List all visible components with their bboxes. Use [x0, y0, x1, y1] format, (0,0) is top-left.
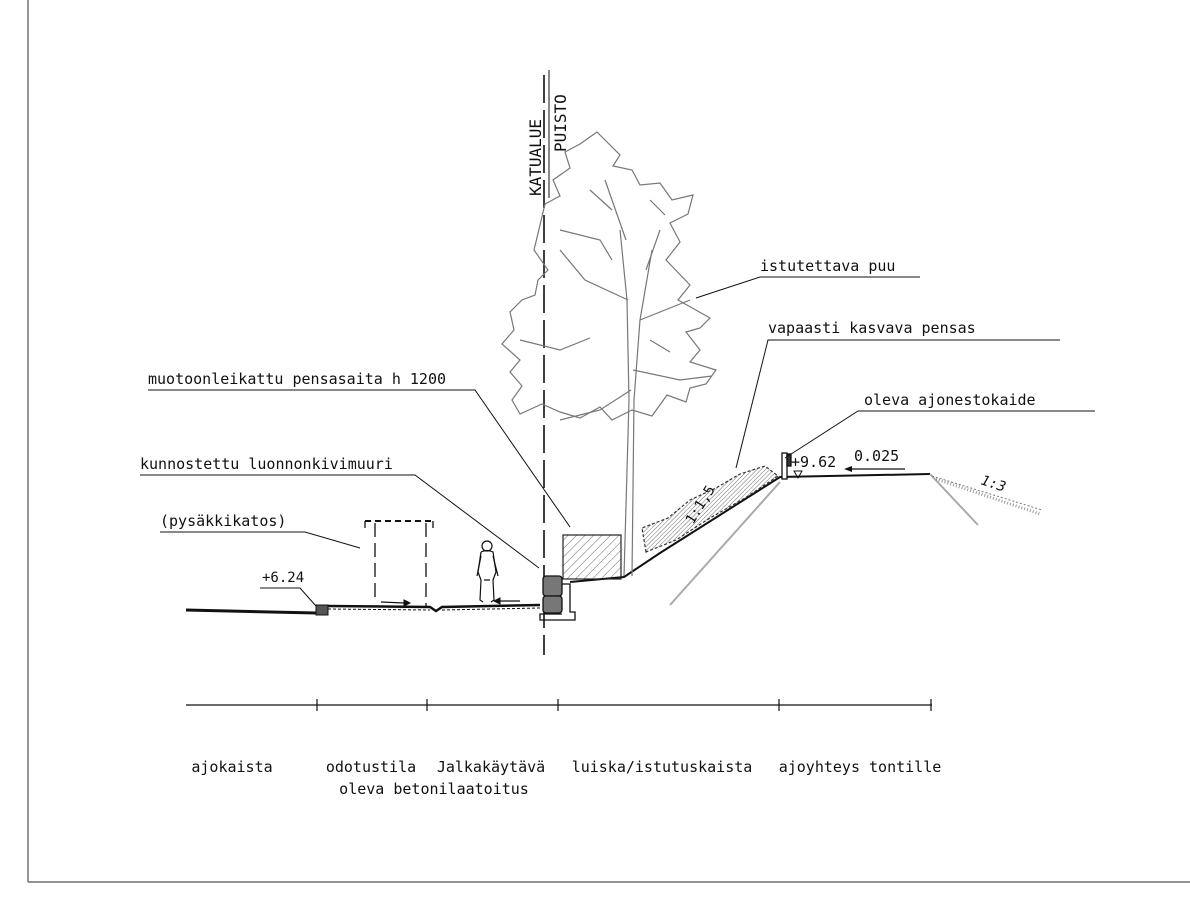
label-free-shrub: vapaasti kasvava pensas — [768, 319, 976, 337]
label-trimmed-hedge: muotoonleikattu pensasaita h 1200 — [148, 370, 446, 388]
guardrail — [781, 452, 792, 480]
bus-shelter — [364, 520, 434, 606]
drainage-arrows — [380, 597, 520, 607]
zone-dimension-line — [186, 699, 932, 711]
label-bus-shelter: (pysäkkikatos) — [160, 512, 286, 530]
slope-ratio-right: 1:3 — [979, 473, 1008, 496]
label-tree: istutettava puu — [760, 257, 895, 275]
slope-percent: 0.025 — [854, 447, 899, 465]
elevation-marker-right: +9.62 — [791, 453, 836, 480]
zone-label-luiska: luiska/istutuskaista — [572, 758, 753, 776]
boundary-label-puisto: PUISTO — [551, 94, 570, 152]
property-boundary: KATUALUE PUISTO — [526, 70, 570, 655]
zone-label-odotustila: odotustila — [326, 758, 416, 776]
drawing-frame — [27, 0, 1190, 883]
trimmed-hedge — [562, 534, 622, 580]
zone-caption-paving: oleva betonilaatoitus — [339, 780, 529, 798]
zone-label-ajoyhteys: ajoyhteys tontille — [779, 758, 942, 776]
label-stone-wall: kunnostettu luonnonkivimuuri — [140, 455, 393, 473]
tree — [501, 131, 717, 577]
zone-label-ajokaista: ajokaista — [191, 758, 272, 776]
free-shrub — [641, 465, 780, 553]
elevation-right: +9.62 — [791, 453, 836, 471]
elevation-left: +6.24 — [262, 570, 304, 586]
curb-stone — [315, 604, 329, 616]
label-guardrail: oleva ajonestokaide — [864, 391, 1036, 409]
zone-label-jalkakaytava: Jalkakäytävä — [437, 758, 545, 776]
pedestrian-figure — [476, 540, 499, 603]
stone-wall — [539, 575, 576, 621]
leader-lines — [140, 276, 1095, 607]
boundary-label-katualue: KATUALUE — [526, 119, 545, 196]
slope-indicator: 0.025 — [844, 447, 905, 472]
